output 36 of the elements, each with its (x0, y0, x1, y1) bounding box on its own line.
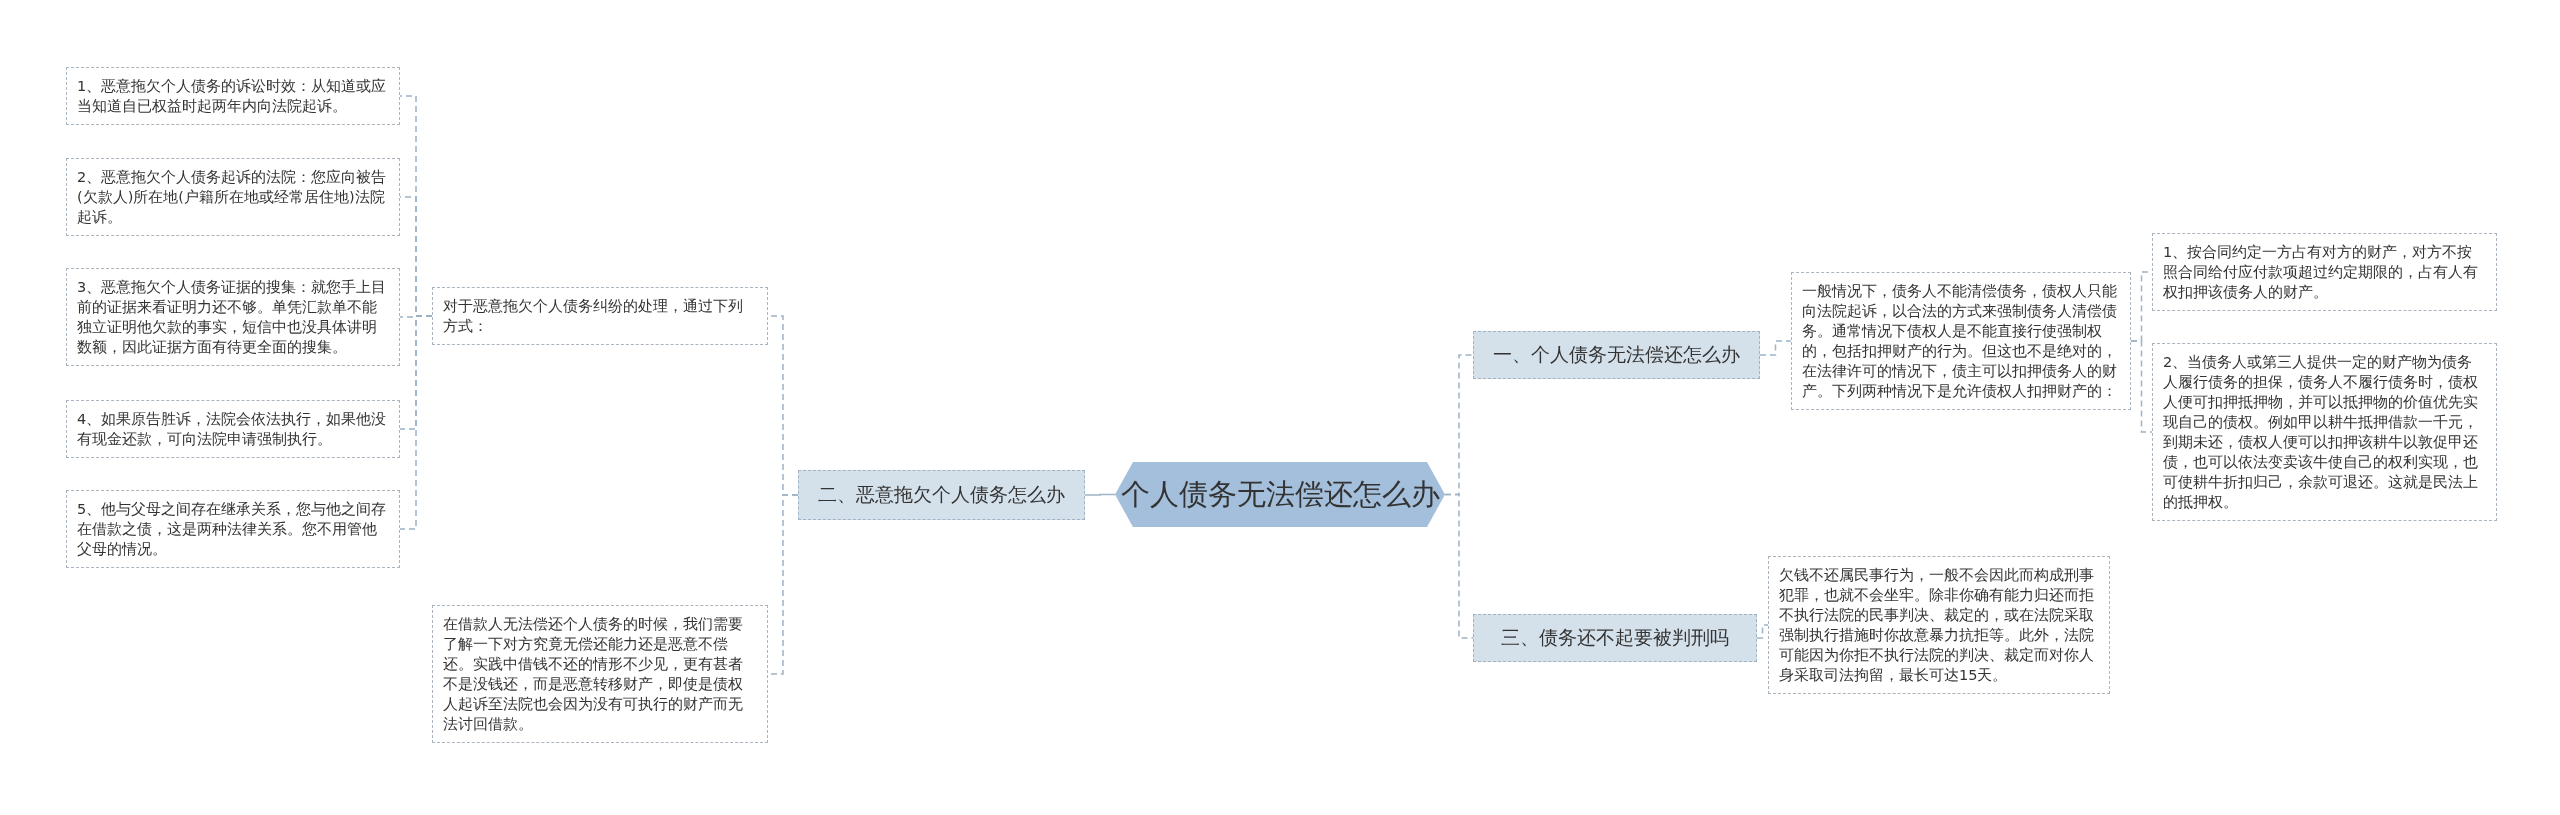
branch-text: 二、恶意拖欠个人债务怎么办 (818, 482, 1065, 507)
note-box (1768, 556, 2110, 694)
note-text: 4、如果原告胜诉，法院会依法执行，如果他没有现金还款，可向法院申请强制执行。 (77, 411, 387, 447)
connector-line (1759, 340, 1792, 356)
note-box (432, 287, 768, 345)
note-text: 一般情况下，债务人不能清偿债务，债权人只能向法院起诉，以合法的方式来强制债务人清偿债务。通常情况下债权人是不能直接行使强制权的，包括扣押财产的行为。但这也不是绝对的，在法律许可的情况下，债主可以扣押债务人的财产。下列两种情况下是允许债权人扣押财产的： (1802, 283, 2117, 399)
note-text: 欠钱不还属民事行为，一般不会因此而构成刑事犯罪，也就不会坐牢。除非你确有能力归还而拒不执行法院的民事判决、裁定的，或在法院采取强制执行措施时你故意暴力抗拒等。此外，法院可能因为你拒不执行法院的判决、裁定而对你人身采取司法拘留，最长可达15天。 (1779, 567, 2094, 683)
branch-box (1473, 614, 1757, 662)
note-box (66, 400, 400, 458)
note-text: 2、当债务人或第三人提供一定的财产物为债务人履行债务的担保，债务人不履行债务时，债权人便可扣押抵押物，并可以抵押物的价值优先实现自己的债权。例如甲以耕牛抵押借款一千元，到期未还，债权人便可以扣押该耕牛以敦促甲还债，也可以依法变卖该牛使自己的权利实现，也可使耕牛折扣归己，余款可退还。这就是民法上的抵押权。 (2163, 354, 2478, 510)
note-box (2152, 233, 2497, 311)
note-text: 3、恶意拖欠个人债务证据的搜集：就您手上目前的证据来看证明力还不够。单凭汇款单不能独立证明他欠款的事实，短信中也没具体讲明数额，因此证据方面有待更全面的搜集。 (77, 279, 387, 355)
note-box (66, 490, 400, 568)
branch-text: 一、个人债务无法偿还怎么办 (1493, 342, 1740, 367)
topic-hexagon (1115, 462, 1445, 527)
note-box (66, 268, 400, 366)
note-text: 1、按合同约定一方占有对方的财产，对方不按照合同给付应付款项超过约定期限的，占有人有权扣押该债务人的财产。 (2163, 244, 2478, 300)
note-text: 5、他与父母之间存在继承关系，您与他之间存在借款之债，这是两种法律关系。您不用管他父母的情况。 (77, 501, 387, 557)
branch-box (1473, 331, 1760, 379)
note-text: 1、恶意拖欠个人债务的诉讼时效：从知道或应当知道自已权益时起两年内向法院起诉。 (77, 78, 387, 114)
note-text: 2、恶意拖欠个人债务起诉的法院：您应向被告(欠款人)所在地(户籍所在地或经常居住地)法院起诉。 (77, 169, 387, 225)
note-box (66, 158, 400, 236)
topic-text: 个人债务无法偿还怎么办 (1120, 475, 1440, 513)
note-box (432, 605, 768, 743)
note-text: 在借款人无法偿还个人债务的时候，我们需要了解一下对方究竟无偿还能力还是恶意不偿还。实践中借钱不还的情形不少见，更有甚者不是没钱还，而是恶意转移财产，即使是债权人起诉至法院也会因为没有可执行的财产而无法讨回借款。 (443, 616, 743, 732)
note-text: 对于恶意拖欠个人债务纠纷的处理，通过下列方式： (443, 298, 743, 334)
connector-line (1756, 624, 1769, 639)
connector-line (1444, 493, 1474, 639)
branch-text: 三、债务还不起要被判刑吗 (1501, 625, 1729, 650)
note-box (1791, 272, 2131, 410)
branch-box (798, 470, 1085, 520)
connector-line (1084, 493, 1116, 496)
connector-line (399, 315, 433, 530)
note-box (66, 67, 400, 125)
connector-line (2130, 340, 2153, 433)
note-box (2152, 343, 2497, 521)
